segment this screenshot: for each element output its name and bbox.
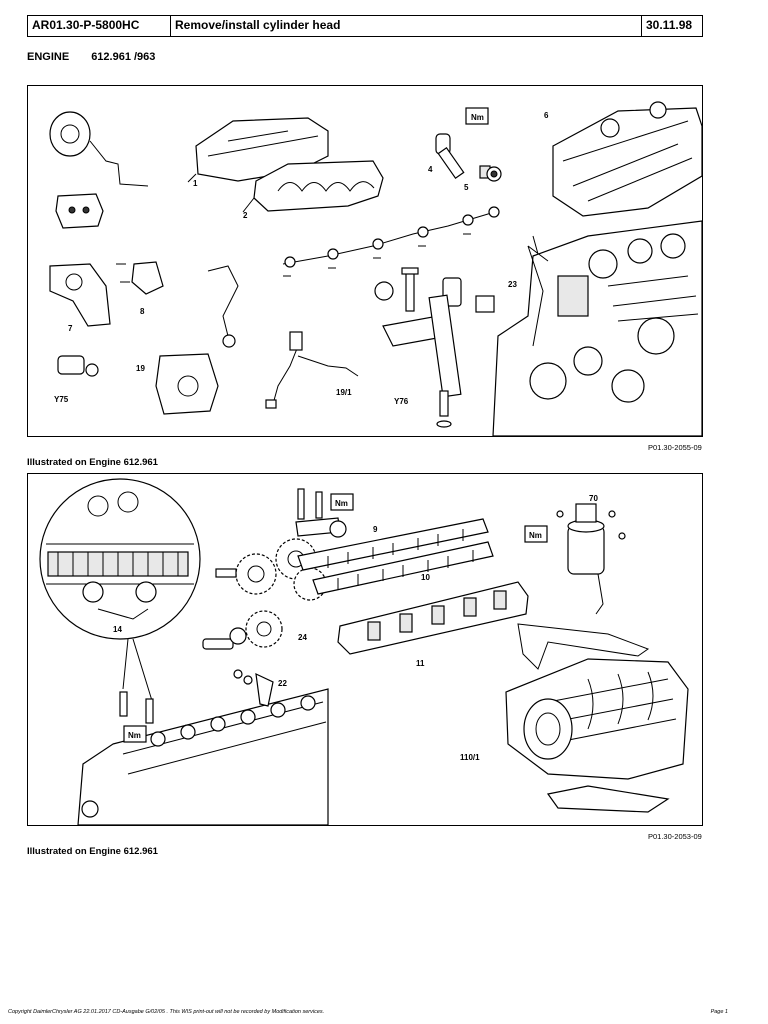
exploded-diagram-1: Nm	[27, 85, 703, 437]
torque-callout-nm-c: Nm	[128, 731, 141, 740]
part-label-14: 14	[113, 625, 122, 634]
figure-2-caption: Illustrated on Engine 612.961	[27, 846, 158, 857]
part-label-4: 4	[428, 165, 433, 174]
mount-drawing	[131, 261, 164, 295]
page-number: Page 1	[710, 1009, 728, 1015]
camshaft-bearing-frame-drawing	[337, 581, 529, 655]
injector-y76-drawing	[428, 277, 495, 428]
cylinder-block-drawing	[492, 220, 702, 436]
part-label-2: 2	[243, 211, 248, 220]
part-label-110-1: 110/1	[460, 753, 480, 762]
bolts-drawing	[295, 488, 347, 538]
part-label-19: 19	[136, 364, 145, 373]
engine-line: ENGINE 612.961 /963	[27, 51, 155, 63]
part-label-y76: Y76	[394, 397, 409, 406]
part-label-70: 70	[589, 494, 598, 503]
part-label-10: 10	[421, 573, 430, 582]
document-title: Remove/install cylinder head	[171, 16, 642, 36]
wiring-harness-drawing	[265, 331, 359, 409]
document-date: 30.11.98	[646, 18, 693, 32]
copyright-notice: Copyright DaimlerChrysler AG 22.01.2017 …	[8, 1009, 325, 1015]
exploded-diagram-2: Nm Nm N	[27, 473, 703, 826]
part-label-22: 22	[278, 679, 287, 688]
valve-y75-drawing	[57, 355, 99, 377]
injector-clamp-drawing	[374, 267, 449, 347]
part-label-24: 24	[298, 633, 307, 642]
part-label-y75: Y75	[54, 395, 69, 404]
document-header: AR01.30-P-5800HC Remove/install cylinder…	[27, 15, 703, 37]
part-label-23: 23	[508, 280, 517, 289]
torque-callout-nm-b: Nm	[529, 531, 542, 540]
leak-off-line-drawing	[282, 206, 500, 277]
intake-cover-drawing	[242, 160, 384, 213]
figure-2-reference: P01.30-2053-09	[648, 832, 702, 841]
engine-model: 612.961 /963	[91, 51, 156, 63]
cylinder-head-drawing	[77, 688, 329, 825]
part-label-9: 9	[373, 525, 378, 534]
engine-label: ENGINE	[27, 51, 70, 63]
torque-callout-nm: Nm	[471, 113, 484, 122]
bracket-drawing	[49, 263, 130, 327]
camshafts-drawing	[297, 518, 494, 595]
figure-1-caption: Illustrated on Engine 612.961	[27, 457, 158, 468]
figure-1-reference: P01.30-2055-09	[648, 443, 702, 452]
part-label-19-1: 19/1	[336, 388, 352, 397]
thermostat-housing-drawing	[155, 353, 219, 415]
part-label-6: 6	[544, 111, 549, 120]
part-label-7: 7	[68, 324, 73, 333]
intake-manifold-drawing	[505, 658, 689, 813]
page-footer: Copyright DaimlerChrysler AG 22.01.2017 …	[8, 1009, 760, 1015]
oil-separator-drawing	[556, 503, 626, 615]
detail-magnifier-drawing	[39, 478, 201, 705]
glow-plug-drawing	[435, 133, 502, 182]
part-label-1: 1	[193, 179, 198, 188]
cylinder-head-cover-drawing	[552, 101, 702, 217]
part-label-5: 5	[464, 183, 469, 192]
document-number: AR01.30-P-5800HC	[28, 16, 171, 36]
fitting-22-drawing	[233, 669, 274, 707]
part-label-11: 11	[416, 659, 425, 668]
part-label-8: 8	[140, 307, 145, 316]
torque-callout-nm-a: Nm	[335, 499, 348, 508]
vacuum-pump-drawing	[49, 111, 149, 229]
